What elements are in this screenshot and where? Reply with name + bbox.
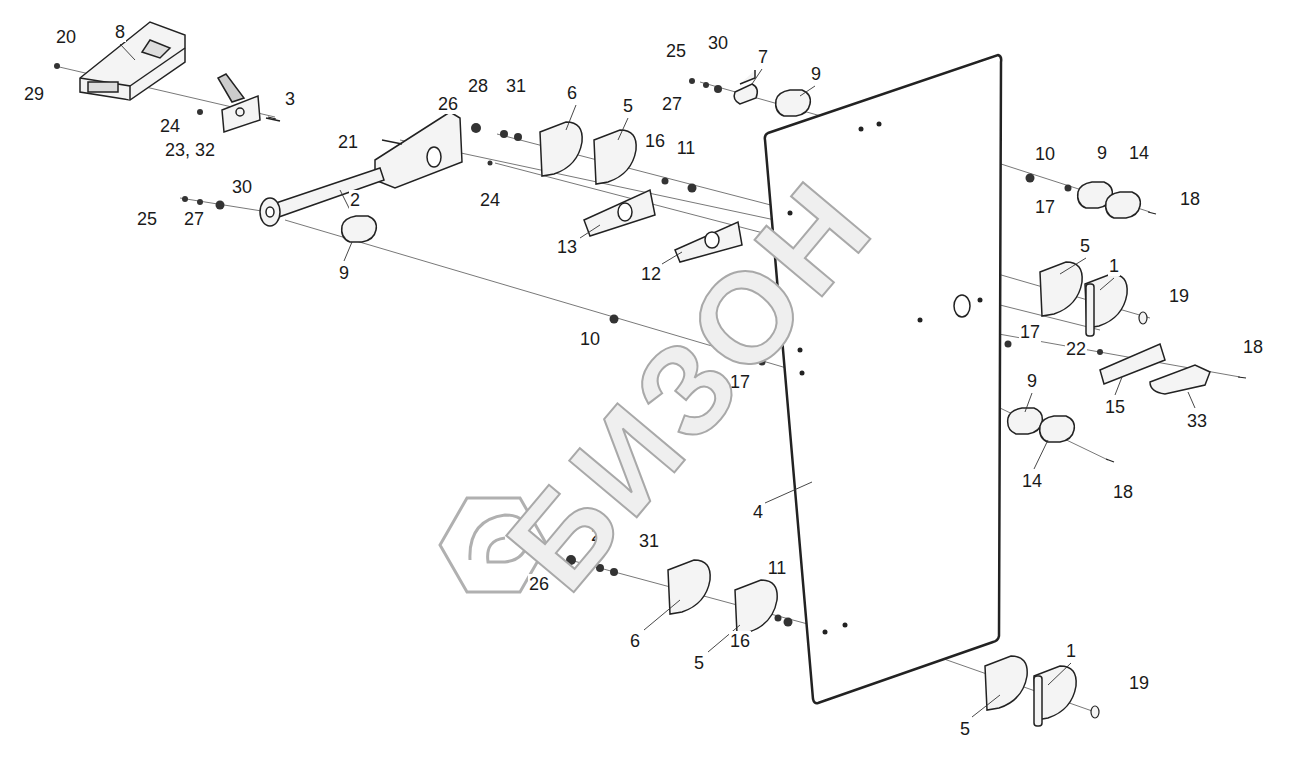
callout-number: 22 xyxy=(1065,339,1087,359)
callout-number: 10 xyxy=(1034,144,1056,164)
callout-number: 27 xyxy=(183,209,205,229)
callout-number: 5 xyxy=(622,96,634,116)
callout-number: 33 xyxy=(1186,411,1208,431)
hinge-part xyxy=(1086,284,1094,336)
callout-number: 18 xyxy=(1242,337,1264,357)
callout-number: 30 xyxy=(707,33,729,53)
handle-part xyxy=(260,112,462,226)
leader-lines xyxy=(120,44,1195,717)
callout-number: 8 xyxy=(114,22,126,42)
callout-number: 19 xyxy=(1168,286,1190,306)
callout-number: 25 xyxy=(136,209,158,229)
callout-number: 6 xyxy=(566,83,578,103)
callout-number: 31 xyxy=(505,76,527,96)
callout-number: 5 xyxy=(1079,236,1091,256)
callout-number: 7 xyxy=(757,47,769,67)
callout-number: 9 xyxy=(1026,371,1038,391)
callout-number: 12 xyxy=(640,264,662,284)
callout-number: 6 xyxy=(629,631,641,651)
callout-number: 18 xyxy=(1112,482,1134,502)
callout-number: 17 xyxy=(1019,322,1041,342)
callout-number: 27 xyxy=(661,94,683,114)
callout-number: 18 xyxy=(1179,189,1201,209)
callout-number: 19 xyxy=(1128,673,1150,693)
axis-lines xyxy=(55,66,1240,712)
screw-part xyxy=(268,117,1246,718)
handle-part xyxy=(1100,344,1210,394)
callout-number: 4 xyxy=(752,502,764,522)
callout-number: 11 xyxy=(676,138,697,158)
callout-number: 14 xyxy=(1021,471,1043,491)
callout-number: 16 xyxy=(729,631,751,651)
callout-number: 1 xyxy=(1108,256,1120,276)
callout-number: 24 xyxy=(159,116,181,136)
callout-number: 15 xyxy=(1104,397,1126,417)
callout-number: 30 xyxy=(231,177,253,197)
lock-part xyxy=(218,74,280,132)
hinge-part xyxy=(734,70,757,104)
callout-number: 3 xyxy=(284,89,296,109)
callout-number: 20 xyxy=(55,27,77,47)
glass-door xyxy=(765,55,1001,703)
callout-number: 11 xyxy=(767,558,788,578)
callout-number: 29 xyxy=(23,84,45,104)
callout-number: 2 xyxy=(349,190,361,210)
callout-number: 24 xyxy=(479,190,501,210)
bracket-part xyxy=(80,22,185,100)
callout-number: 14 xyxy=(1128,143,1150,163)
callout-number: 5 xyxy=(959,719,971,739)
callout-number: 23, 32 xyxy=(164,140,216,160)
callout-number: 21 xyxy=(337,132,359,152)
nut-part xyxy=(54,63,1103,627)
callout-number: 25 xyxy=(665,41,687,61)
callout-number: 9 xyxy=(810,64,822,84)
callout-number: 5 xyxy=(693,653,705,673)
hinge-part xyxy=(1034,676,1042,726)
callout-number: 9 xyxy=(1096,143,1108,163)
callout-number: 28 xyxy=(467,76,489,96)
callout-number: 10 xyxy=(579,329,601,349)
callout-number: 9 xyxy=(338,263,350,283)
callout-number: 16 xyxy=(644,131,666,151)
callout-number: 13 xyxy=(556,237,578,257)
callout-number: 17 xyxy=(1034,197,1056,217)
callout-number: 1 xyxy=(1065,641,1077,661)
callout-number: 26 xyxy=(437,94,459,114)
